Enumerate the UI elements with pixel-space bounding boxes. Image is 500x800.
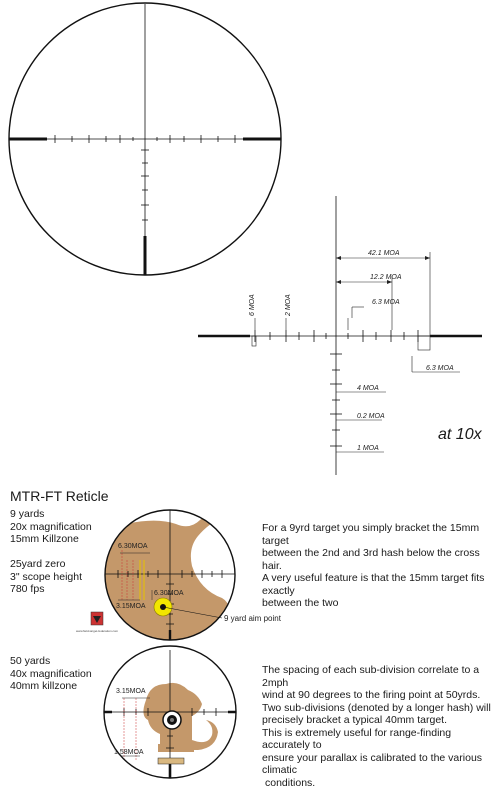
full-reticle <box>8 2 282 276</box>
spec-line <box>10 546 92 559</box>
dim-label-2moa: 2 MOA <box>285 294 292 317</box>
spec-line: 25yard zero <box>10 558 66 570</box>
example2-specs: 50 yards 40x magnification 40mm killzone <box>10 655 92 693</box>
dim-label-1moa: 1 MOA <box>357 445 379 452</box>
desc-line: The spacing of each sub-division correla… <box>262 664 480 689</box>
desc-line: precisely bracket a typical 40mm target. <box>262 714 447 726</box>
dim-label-42moa: 42.1 MOA <box>368 250 400 257</box>
club-logo: www.field-target-federation.com <box>76 611 119 633</box>
spec-line: 9 yards <box>10 508 45 520</box>
dim-label-02moa: 0.2 MOA <box>357 413 385 420</box>
ex1-label-middle: 6.30MOA <box>154 590 184 597</box>
ex1-label-upper: 6.30MOA <box>118 543 148 550</box>
spec-line: 20x magnification <box>10 520 92 533</box>
dimension-arrows <box>336 256 430 284</box>
ex2-label-lower: 1.58MOA <box>114 749 144 756</box>
example1-specs: 9 yards 20x magnification 15mm Killzone … <box>10 508 92 596</box>
spec-line: 780 fps <box>10 583 45 595</box>
example1-description: For a 9yrd target you simply bracket the… <box>262 522 498 610</box>
ex1-aim-label: 9 yard aim point <box>224 614 282 623</box>
spec-line: 15mm Killzone <box>10 533 79 545</box>
dim-label-12moa: 12.2 MOA <box>370 274 402 281</box>
example2-scope-view <box>103 645 237 779</box>
spec-line: 40x magnification <box>10 667 92 680</box>
example1-scope-view <box>104 509 236 641</box>
spec-line: 50 yards <box>10 655 51 667</box>
spec-line: 3" scope height <box>10 570 83 583</box>
dim-label-6moa-right: 6.3 MOA <box>426 365 454 372</box>
logo-caption: www.field-target-federation.com <box>76 629 119 633</box>
dim-label-6moa-upper: 6.3 MOA <box>372 299 400 306</box>
example2-description: The spacing of each sub-division correla… <box>262 664 498 789</box>
dim-label-4moa: 4 MOA <box>357 385 379 392</box>
desc-line: A very useful feature is that the 15mm t… <box>262 572 485 597</box>
desc-line: Two sub-divisions (denoted by a longer h… <box>262 701 491 714</box>
detail-reticle <box>198 196 482 475</box>
reticle-title: MTR-FT Reticle <box>10 488 109 504</box>
dim-label-6moa-left: 6 MOA <box>249 294 256 316</box>
desc-line: For a 9yrd target you simply bracket the… <box>262 522 480 547</box>
spec-line: 40mm killzone <box>10 680 78 692</box>
desc-line: This is extremely useful for range-findi… <box>262 726 452 752</box>
dimension-lines <box>251 252 460 453</box>
magnification-label: at 10x <box>438 426 482 443</box>
desc-line: ensure your parallax is calibrated to th… <box>262 751 483 777</box>
target-silhouette <box>105 513 235 640</box>
desc-line: conditions. <box>265 776 316 789</box>
desc-line: between the 2nd and 3rd hash below the c… <box>262 547 480 572</box>
desc-line: between the two <box>262 597 339 609</box>
ex1-label-lower: 3.15MOA <box>116 603 146 610</box>
ex2-label-upper: 3.15MOA <box>116 688 146 695</box>
desc-line: wind at 90 degrees to the firing point a… <box>262 689 481 701</box>
